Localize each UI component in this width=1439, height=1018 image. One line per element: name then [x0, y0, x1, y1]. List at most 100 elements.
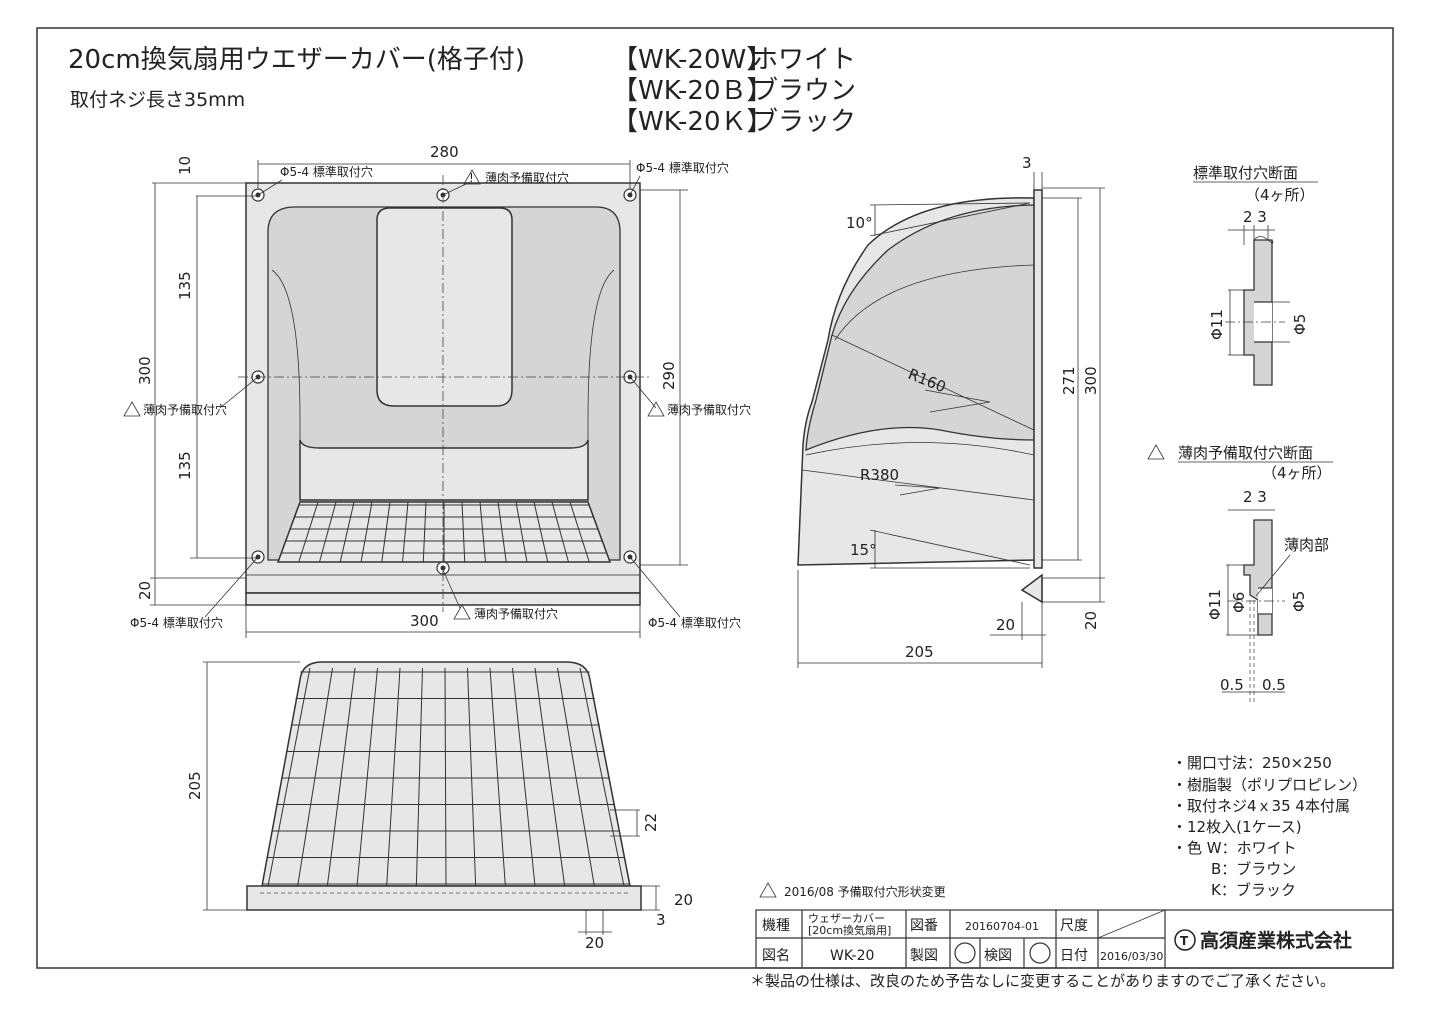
section-thin-label: 薄肉部: [1284, 536, 1329, 554]
label-thin-hole-bottom: 薄肉予備取付穴: [474, 606, 558, 621]
section-std-title: 標準取付穴断面: [1193, 164, 1298, 182]
grid-line: [319, 501, 337, 563]
grid-line: [534, 667, 566, 887]
model-color-b: ブラウン: [752, 76, 856, 106]
grid-line: [557, 667, 595, 887]
grid-line: [461, 501, 466, 563]
company-logo-icon: [1174, 929, 1196, 951]
tb-company: 高須産業株式会社: [1200, 929, 1352, 952]
label-thin-hole-top: 薄肉予備取付穴: [485, 170, 569, 185]
grid-line: [326, 667, 356, 887]
tb-zuban-label: 図番: [910, 918, 938, 934]
grid-line: [386, 667, 401, 887]
radius-small: R380: [860, 466, 899, 484]
tb-zumei-value: WK-20: [830, 948, 874, 964]
dim-lower-half: 135: [176, 451, 194, 480]
model-code-b: 【WK-20Ｂ】: [612, 76, 773, 106]
section-std-count: （4ヶ所）: [1245, 186, 1315, 204]
footer-note: ＊製品の仕様は、改良のため予告なしに変更することがありますのでご了承ください。: [750, 972, 1335, 990]
section-standard-hole: 標準取付穴断面 （4ヶ所） 2 3 Φ11 Φ5: [1193, 164, 1318, 386]
grid-line: [402, 501, 409, 563]
svg-text:!: !: [469, 171, 474, 185]
model-color-k: ブラック: [752, 107, 856, 137]
label-thin-hole-left: 薄肉予備取付穴: [143, 402, 227, 417]
label-std-hole-br: Φ5-4 標準取付穴: [648, 615, 741, 630]
section-thin-hole: 薄肉予備取付穴断面 （4ヶ所） 2 3 薄肉部 Φ11 Φ6 Φ5 0.5 0.…: [1147, 444, 1333, 705]
tb-kenzu-label: 検図: [984, 948, 1012, 964]
title-screw: 取付ネジ長さ35mm: [70, 89, 245, 111]
grid-line: [444, 667, 447, 887]
grid-line: [267, 667, 311, 887]
tb-kishu-label: 機種: [762, 918, 790, 934]
grid-line: [381, 501, 391, 563]
spec-item: ・開口寸法：250×250: [1172, 754, 1332, 772]
grid-line: [512, 667, 536, 887]
section-thin-mid: Φ6: [1230, 592, 1248, 613]
grid-line: [356, 667, 378, 887]
spec-item: B：ブラウン: [1211, 860, 1296, 878]
dim-bottom-width: 300: [410, 612, 439, 630]
tb-shakudo-label: 尺度: [1060, 918, 1088, 934]
dim-side-thickness: 3: [1022, 154, 1032, 172]
grid-line: [339, 501, 355, 563]
section-thin-outer: Φ11: [1206, 589, 1224, 620]
grid-line: [489, 667, 506, 887]
grid-line: [533, 501, 549, 563]
seal-stamp: [954, 942, 976, 964]
side-view: 3 10° R160 R380 15° 271 300 20 20: [797, 154, 1105, 668]
label-thin-hole-right: 薄肉予備取付穴: [667, 402, 751, 417]
dim-side-lip: 20: [996, 616, 1015, 634]
grid-line: [515, 501, 528, 563]
grid-line: [497, 501, 507, 563]
bottom-view: 205 22 20 3 20: [186, 661, 693, 952]
spec-item: ・樹脂製（ポリプロピレン）: [1172, 776, 1367, 794]
label-std-hole-tl: Φ5-4 標準取付穴: [280, 164, 373, 179]
tb-hizuke-value: 2016/03/30: [1100, 950, 1163, 963]
grid-line: [587, 501, 611, 563]
section-std-dim23: 2 3: [1243, 208, 1267, 226]
title-block: 機種 ウェザーカバー [20cm換気扇用] 図番 20160704-01 尺度 …: [755, 909, 1394, 969]
svg-text:T: T: [1180, 934, 1189, 948]
dim-top-width: 280: [430, 143, 459, 161]
seal-stamp: [1029, 942, 1051, 964]
grid-line: [422, 501, 427, 563]
tb-seizu-label: 製図: [910, 948, 938, 964]
dim-bottom-width: 20: [585, 934, 604, 952]
section-std-hole: Φ5: [1291, 314, 1309, 335]
dim-grid-pitch: 22: [642, 813, 660, 832]
section-thin-05a: 0.5: [1220, 676, 1244, 694]
spec-list: ・開口寸法：250×250 ・樹脂製（ポリプロピレン） ・取付ネジ4ｘ35 4本…: [1172, 754, 1367, 899]
tb-hizuke-label: 日付: [1060, 948, 1088, 964]
label-std-hole-bl: Φ5-4 標準取付穴: [130, 615, 223, 630]
dim-side-depth: 205: [905, 643, 934, 661]
dim-inner-height: 271: [1060, 366, 1078, 395]
grid-line: [579, 667, 625, 887]
tb-kishu-value-1: ウェザーカバー: [808, 912, 885, 925]
sheet-border: [36, 27, 1394, 969]
dim-upper-half: 135: [176, 271, 194, 300]
grid-line: [467, 667, 477, 887]
angle-bottom: 15°: [850, 541, 877, 559]
section-thin-title: 薄肉予備取付穴断面: [1178, 444, 1313, 462]
section-std-outer: Φ11: [1208, 309, 1226, 340]
angle-top: 10°: [846, 214, 873, 232]
dim-bottom-depth: 205: [186, 771, 204, 800]
grid-line: [297, 667, 333, 887]
spec-item: ・取付ネジ4ｘ35 4本付属: [1172, 797, 1350, 815]
grid-line: [360, 501, 373, 563]
front-view: 280 10 135 135 300 290 20 300 Φ5-4 標準取付穴…: [123, 143, 751, 638]
dim-total-height: 300: [1082, 366, 1100, 395]
section-thin-dim23: 2 3: [1243, 488, 1267, 506]
grid-line: [479, 501, 486, 563]
dim-bottom-flange: 20: [674, 891, 693, 909]
dim-bottom-offset: 3: [656, 911, 666, 929]
tb-zuban-value: 20160704-01: [965, 920, 1039, 933]
model-color-w: ホワイト: [752, 45, 856, 75]
dim-top-margin: 10: [176, 156, 194, 175]
section-thin-hole: Φ5: [1290, 591, 1308, 612]
model-code-k: 【WK-20Ｋ】: [612, 107, 773, 137]
grid-line: [415, 667, 423, 887]
dim-bottom-flange: 20: [136, 581, 154, 600]
dim-side-bottom: 20: [1082, 611, 1100, 630]
dim-height-left: 300: [136, 356, 154, 385]
